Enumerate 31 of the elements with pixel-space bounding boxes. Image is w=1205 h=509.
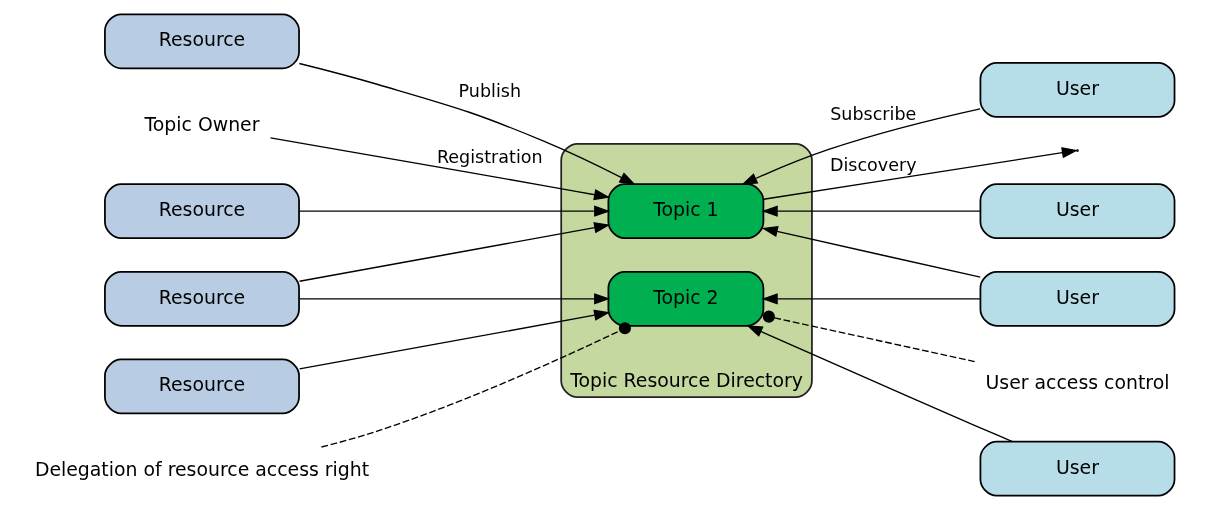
edge-label: Publish xyxy=(458,80,521,101)
node-box: Resource xyxy=(103,13,300,69)
node-box: User xyxy=(979,182,1175,239)
node-box: User xyxy=(979,440,1175,496)
node-text: Delegation of resource access right xyxy=(34,457,369,480)
arrow xyxy=(746,324,1013,442)
node-box: User xyxy=(979,61,1175,118)
arrow xyxy=(761,292,981,304)
edge-label: Discovery xyxy=(829,154,917,175)
node-text: Topic Owner xyxy=(143,112,259,135)
arrow xyxy=(298,309,610,370)
edge-label: Subscribe xyxy=(829,103,916,124)
arrow xyxy=(298,205,610,217)
node-box: Topic 1 xyxy=(607,182,764,239)
arrow xyxy=(298,62,636,185)
node-box: User xyxy=(979,270,1175,327)
node-box: Resource xyxy=(103,270,300,327)
node-box: Resource xyxy=(103,358,300,414)
arrow xyxy=(740,107,981,185)
arrow xyxy=(762,146,1078,200)
node-text: User access control xyxy=(985,370,1169,393)
node-box: Topic 2 xyxy=(607,270,764,327)
arrow xyxy=(761,205,981,217)
node-box: Resource xyxy=(103,182,300,239)
connector xyxy=(320,321,631,448)
connector xyxy=(762,310,976,362)
arrow xyxy=(269,136,610,200)
arrow xyxy=(761,225,981,278)
edge-label: Registration xyxy=(436,146,543,167)
arrow xyxy=(298,292,610,304)
arrow xyxy=(298,221,610,282)
